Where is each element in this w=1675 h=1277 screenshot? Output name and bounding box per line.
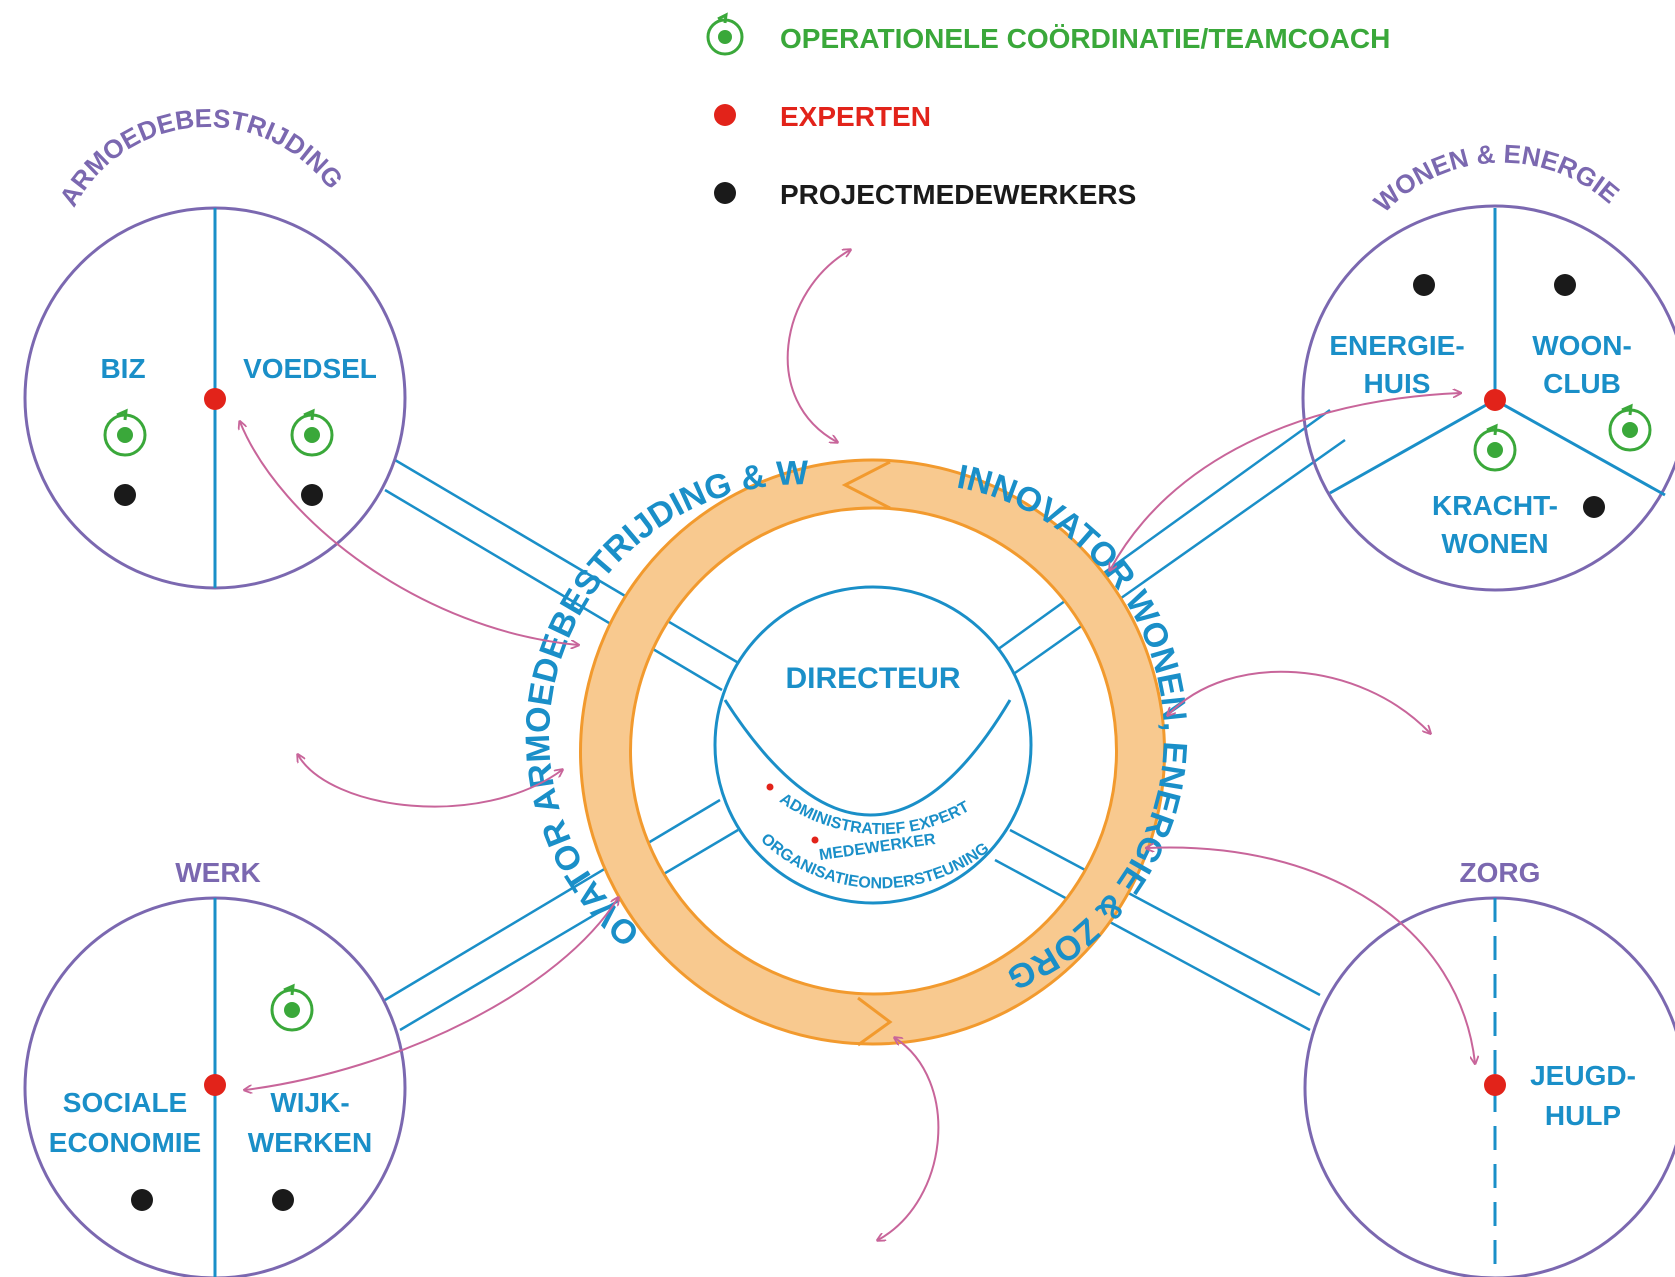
unit-label-woonclub-1: WOON- (1532, 330, 1632, 361)
unit-label-wijkwerken-2: WERKEN (248, 1127, 372, 1158)
unit-label-voedsel: VOEDSEL (243, 353, 377, 384)
cluster-armoedebestrijding: ARMOEDEBESTRIJDING BIZ VOEDSEL (23, 103, 407, 590)
coordination-icon (270, 983, 314, 1032)
expert-dot (204, 1074, 226, 1096)
project-staff-dot (1554, 274, 1576, 296)
unit-label-jeugdhulp-2: HULP (1545, 1100, 1621, 1131)
unit-label-energiehuis-1: ENERGIE- (1329, 330, 1464, 361)
innovator-ring: INNOVATOR ARMOEDEBESTRIJDING & WERK INNO… (0, 0, 1194, 1047)
legend-experts-label: EXPERTEN (780, 101, 931, 132)
director-label: DIRECTEUR (785, 662, 960, 695)
expert-dot-icon (714, 104, 736, 126)
unit-label-wijkwerken-1: WIJK- (270, 1087, 349, 1118)
cluster-title: WERK (175, 857, 261, 888)
cluster-title: ZORG (1460, 857, 1541, 888)
unit-label-sociale-economie-2: ECONOMIE (49, 1127, 201, 1158)
coordination-icon (1608, 403, 1652, 452)
expert-dot (766, 783, 774, 791)
legend: OPERATIONELE COÖRDINATIE/TEAMCOACH EXPER… (706, 12, 1390, 210)
project-staff-dot (131, 1189, 153, 1211)
project-staff-dot (1413, 274, 1435, 296)
unit-label-sociale-economie-1: SOCIALE (63, 1087, 187, 1118)
unit-label-woonclub-2: CLUB (1543, 368, 1621, 399)
project-staff-dot-icon (714, 182, 736, 204)
expert-dot (1484, 1074, 1506, 1096)
director-circle: DIRECTEUR ADMINISTRATIEF EXPERT MEDEWERK… (713, 585, 1033, 905)
interaction-arrows (240, 250, 1475, 1240)
expert-dot (204, 388, 226, 410)
cluster-wonen-energie: WONEN & ENERGIE ENERGIE- HUIS WOON- CLUB… (1301, 139, 1675, 592)
cluster-werk: WERK SOCIALE ECONOMIE WIJK- WERKEN (23, 857, 407, 1277)
project-staff-dot (1583, 496, 1605, 518)
coordination-icon (1473, 423, 1517, 472)
project-staff-dot (272, 1189, 294, 1211)
unit-label-jeugdhulp-1: JEUGD- (1530, 1060, 1636, 1091)
unit-label-krachtwonen-2: WONEN (1441, 528, 1548, 559)
cluster-zorg: ZORG JEUGD- HULP (1303, 857, 1675, 1277)
unit-label-energiehuis-2: HUIS (1364, 368, 1431, 399)
expert-dot (1484, 389, 1506, 411)
project-staff-dot (114, 484, 136, 506)
cluster-title: ARMOEDEBESTRIJDING (53, 103, 349, 212)
unit-label-krachtwonen-1: KRACHT- (1432, 490, 1558, 521)
project-staff-dot (301, 484, 323, 506)
coordination-icon (103, 408, 147, 457)
legend-coordination-label: OPERATIONELE COÖRDINATIE/TEAMCOACH (780, 23, 1390, 54)
legend-project-staff-label: PROJECTMEDEWERKERS (780, 179, 1136, 210)
expert-dot (811, 836, 819, 844)
unit-label-biz: BIZ (100, 353, 145, 384)
coordination-icon (706, 12, 744, 56)
coordination-icon (290, 408, 334, 457)
